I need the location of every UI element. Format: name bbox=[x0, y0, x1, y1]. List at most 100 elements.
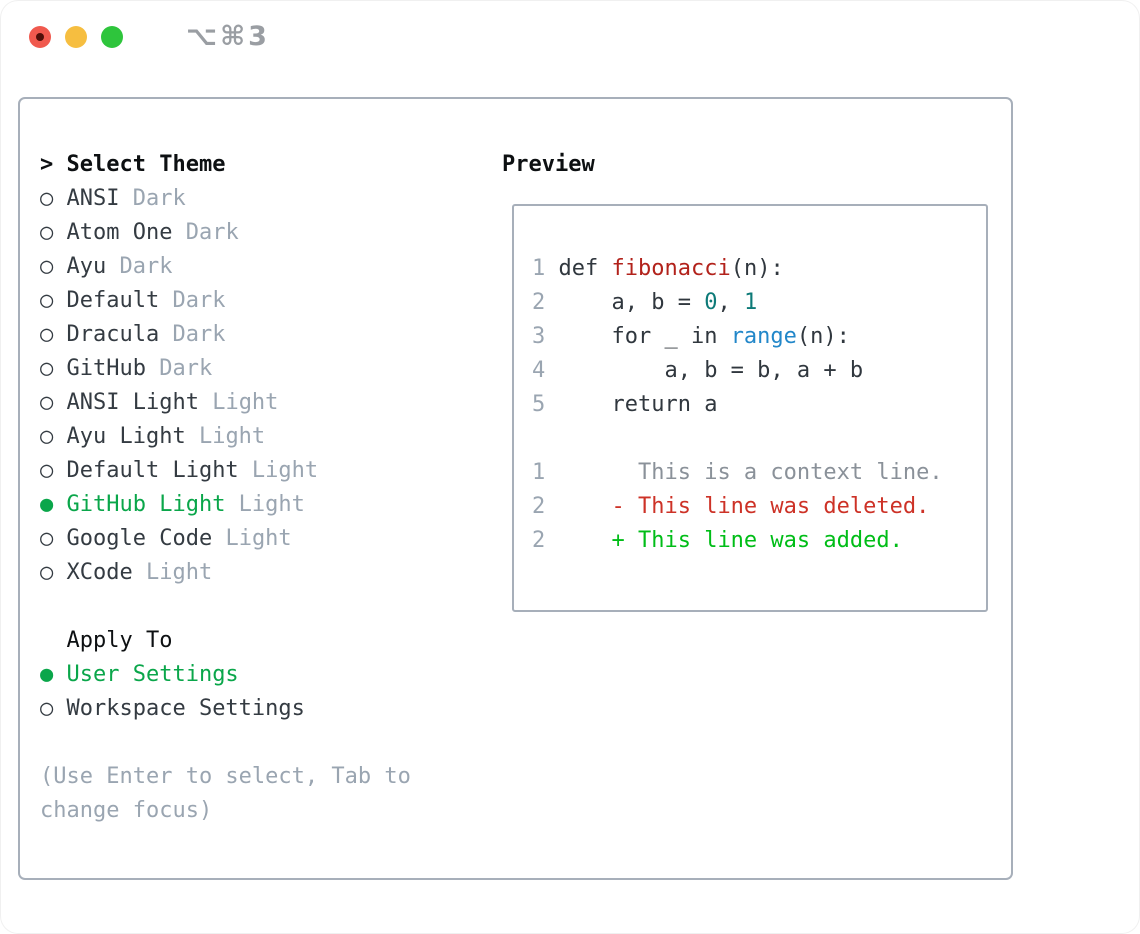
line-number bbox=[532, 426, 559, 451]
code-line: 4 a, b = b, a + b bbox=[532, 354, 986, 388]
apply-to-options-list: ● User Settings○ Workspace Settings bbox=[40, 658, 460, 726]
radio-icon: ○ bbox=[40, 322, 54, 347]
theme-name: Ayu Light bbox=[53, 424, 186, 449]
code-line: 2 + This line was added. bbox=[532, 524, 986, 558]
code-segment-default: a, b = bbox=[558, 290, 705, 315]
theme-name: XCode bbox=[53, 560, 133, 585]
maximize-button[interactable] bbox=[101, 26, 123, 48]
line-number: 1 bbox=[532, 460, 559, 485]
line-number: 2 bbox=[532, 290, 559, 315]
theme-name: Atom One bbox=[53, 220, 173, 245]
theme-options-list: ○ ANSI Dark○ Atom One Dark○ Ayu Dark○ De… bbox=[40, 182, 460, 590]
theme-option-google-code[interactable]: ○ Google Code Light bbox=[40, 522, 460, 556]
theme-name: Ayu bbox=[53, 254, 107, 279]
line-number: 1 bbox=[532, 256, 559, 281]
code-line: 5 return a bbox=[532, 388, 986, 422]
radio-icon: ○ bbox=[40, 696, 54, 721]
code-segment-default: def bbox=[558, 256, 612, 281]
theme-option-dracula[interactable]: ○ Dracula Dark bbox=[40, 318, 460, 352]
radio-icon: ○ bbox=[40, 220, 54, 245]
radio-icon: ○ bbox=[40, 458, 54, 483]
close-button-dot bbox=[36, 33, 44, 41]
theme-variant: Dark bbox=[159, 288, 226, 313]
theme-option-ansi-light[interactable]: ○ ANSI Light Light bbox=[40, 386, 460, 420]
theme-name: GitHub bbox=[53, 356, 146, 381]
theme-option-xcode[interactable]: ○ XCode Light bbox=[40, 556, 460, 590]
code-segment-default: for _ in bbox=[558, 324, 731, 349]
theme-name: Default bbox=[53, 288, 160, 313]
theme-variant: Light bbox=[198, 390, 279, 415]
theme-option-ansi[interactable]: ○ ANSI Dark bbox=[40, 182, 460, 216]
theme-variant: Light bbox=[212, 526, 292, 551]
hint-text: (Use Enter to select, Tab to change focu… bbox=[40, 764, 411, 823]
theme-option-default-light[interactable]: ○ Default Light Light bbox=[40, 454, 460, 488]
theme-variant: Dark bbox=[106, 254, 173, 279]
code-segment-default: (n): bbox=[730, 256, 784, 281]
code-line: 2 a, b = 0, 1 bbox=[532, 286, 986, 320]
theme-variant: Dark bbox=[119, 186, 186, 211]
theme-name: GitHub Light bbox=[53, 492, 226, 517]
theme-variant: Light bbox=[225, 492, 305, 517]
selected-radio-icon: ● bbox=[40, 662, 54, 687]
theme-variant: Dark bbox=[145, 356, 213, 381]
radio-icon: ○ bbox=[40, 288, 54, 313]
radio-icon: ○ bbox=[40, 356, 54, 381]
radio-icon: ○ bbox=[40, 526, 54, 551]
code-segment-builtin: range bbox=[730, 324, 797, 349]
apply-option-user-settings[interactable]: ● User Settings bbox=[40, 658, 460, 692]
minimize-button[interactable] bbox=[65, 26, 87, 48]
select-theme-heading: > Select Theme bbox=[40, 148, 460, 182]
code-segment-context: This is a context line. bbox=[558, 460, 943, 485]
radio-icon: ○ bbox=[40, 390, 54, 415]
radio-icon: ○ bbox=[40, 424, 54, 449]
apply-option-label: Workspace Settings bbox=[53, 696, 305, 721]
apply-option-workspace-settings[interactable]: ○ Workspace Settings bbox=[40, 692, 460, 726]
theme-name: Google Code bbox=[53, 526, 213, 551]
line-number: 2 bbox=[532, 494, 559, 519]
code-segment-function: fibonacci bbox=[611, 256, 731, 281]
theme-option-ayu-light[interactable]: ○ Ayu Light Light bbox=[40, 420, 460, 454]
line-number: 3 bbox=[532, 324, 559, 349]
theme-option-ayu[interactable]: ○ Ayu Dark bbox=[40, 250, 460, 284]
code-segment-number: 0 bbox=[704, 290, 718, 315]
theme-variant: Light bbox=[238, 458, 319, 483]
theme-list-column: > Select Theme ○ ANSI Dark○ Atom One Dar… bbox=[40, 148, 460, 828]
code-segment-number: 1 bbox=[743, 290, 758, 315]
theme-name: Dracula bbox=[53, 322, 160, 347]
code-segment-default: , bbox=[717, 290, 744, 315]
theme-option-atom-one[interactable]: ○ Atom One Dark bbox=[40, 216, 460, 250]
close-button[interactable] bbox=[29, 26, 51, 48]
radio-icon: ○ bbox=[40, 560, 54, 585]
theme-variant: Dark bbox=[159, 322, 226, 347]
line-number: 5 bbox=[532, 392, 559, 417]
theme-option-github-light[interactable]: ● GitHub Light Light bbox=[40, 488, 460, 522]
apply-option-label: User Settings bbox=[53, 662, 239, 687]
theme-name: ANSI bbox=[53, 186, 120, 211]
theme-picker-panel: > Select Theme ○ ANSI Dark○ Atom One Dar… bbox=[18, 97, 1013, 880]
code-segment-default: return a bbox=[558, 392, 718, 417]
code-segment-deleted: - This line was deleted. bbox=[558, 494, 930, 519]
theme-option-default[interactable]: ○ Default Dark bbox=[40, 284, 460, 318]
code-segment-default: (n): bbox=[796, 324, 850, 349]
theme-option-github[interactable]: ○ GitHub Dark bbox=[40, 352, 460, 386]
theme-variant: Light bbox=[132, 560, 213, 585]
code-line: 3 for _ in range(n): bbox=[532, 320, 986, 354]
line-number: 4 bbox=[532, 358, 559, 383]
line-number: 2 bbox=[532, 528, 559, 553]
code-line: 1 def fibonacci(n): bbox=[532, 252, 986, 286]
select-theme-heading-label: Select Theme bbox=[66, 152, 226, 177]
prompt-caret: > bbox=[40, 152, 54, 177]
radio-icon: ○ bbox=[40, 186, 54, 211]
preview-heading: Preview bbox=[502, 152, 595, 177]
code-segment-default: a, b = b, a + b bbox=[558, 358, 864, 383]
radio-icon: ○ bbox=[40, 254, 54, 279]
keyboard-shortcut-label: ⌥⌘3 bbox=[186, 21, 270, 52]
apply-to-heading: Apply To bbox=[66, 628, 173, 653]
theme-name: ANSI Light bbox=[53, 390, 199, 415]
theme-variant: Light bbox=[185, 424, 266, 449]
spacer bbox=[40, 590, 460, 624]
window-titlebar: ⌥⌘3 bbox=[0, 0, 1140, 76]
